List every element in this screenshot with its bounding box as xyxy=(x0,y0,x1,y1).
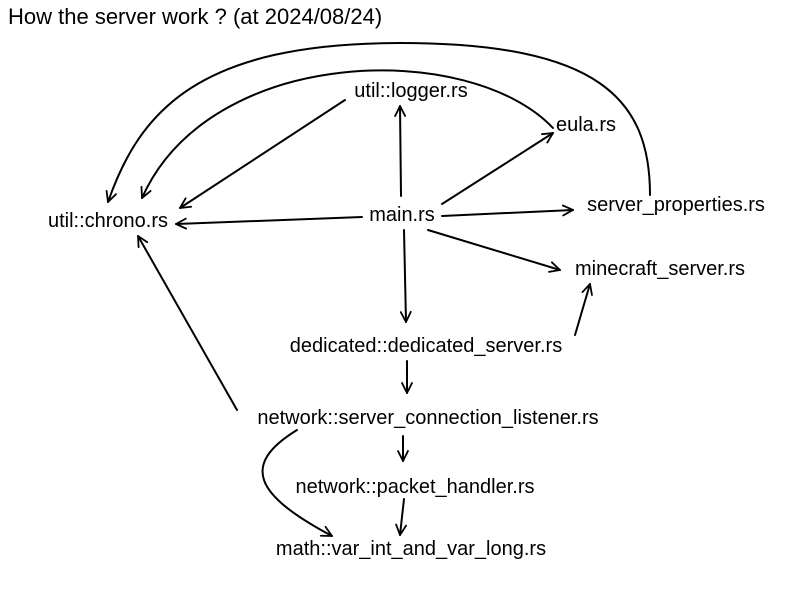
edge-main-to-minecraft-server xyxy=(427,229,561,273)
node-util-logger: util::logger.rs xyxy=(354,80,468,102)
node-var-int-and-var-long: math::var_int_and_var_long.rs xyxy=(275,538,547,560)
edge-main-to-dedicated-server xyxy=(399,229,412,323)
diagram-title: How the server work ? (at 2024/08/24) xyxy=(8,4,383,29)
edge-eula-to-chrono xyxy=(140,69,554,199)
node-server-properties: server_properties.rs xyxy=(587,194,765,216)
edge-main-to-logger xyxy=(394,105,407,197)
node-minecraft-server: minecraft_server.rs xyxy=(574,258,746,280)
node-dedicated-server: dedicated::dedicated_server.rs xyxy=(289,335,563,357)
edge-server-properties-to-chrono xyxy=(105,42,651,203)
edge-main-to-server-properties xyxy=(441,204,574,217)
node-main: main.rs xyxy=(369,204,435,226)
node-eula: eula.rs xyxy=(555,114,617,136)
node-server-connection-listener: network::server_connection_listener.rs xyxy=(257,407,599,429)
edge-connection-listener-to-chrono xyxy=(137,235,238,411)
edge-main-to-eula xyxy=(441,132,554,205)
node-packet-handler: network::packet_handler.rs xyxy=(295,476,535,498)
edge-logger-to-chrono xyxy=(179,99,346,209)
edge-main-to-chrono xyxy=(175,216,363,230)
edge-packet-handler-to-var-int xyxy=(395,498,407,536)
node-util-chrono: util::chrono.rs xyxy=(47,210,169,232)
edge-connection-listener-to-var-int xyxy=(261,429,333,537)
edge-dedicated-server-to-minecraft-server xyxy=(574,283,593,336)
